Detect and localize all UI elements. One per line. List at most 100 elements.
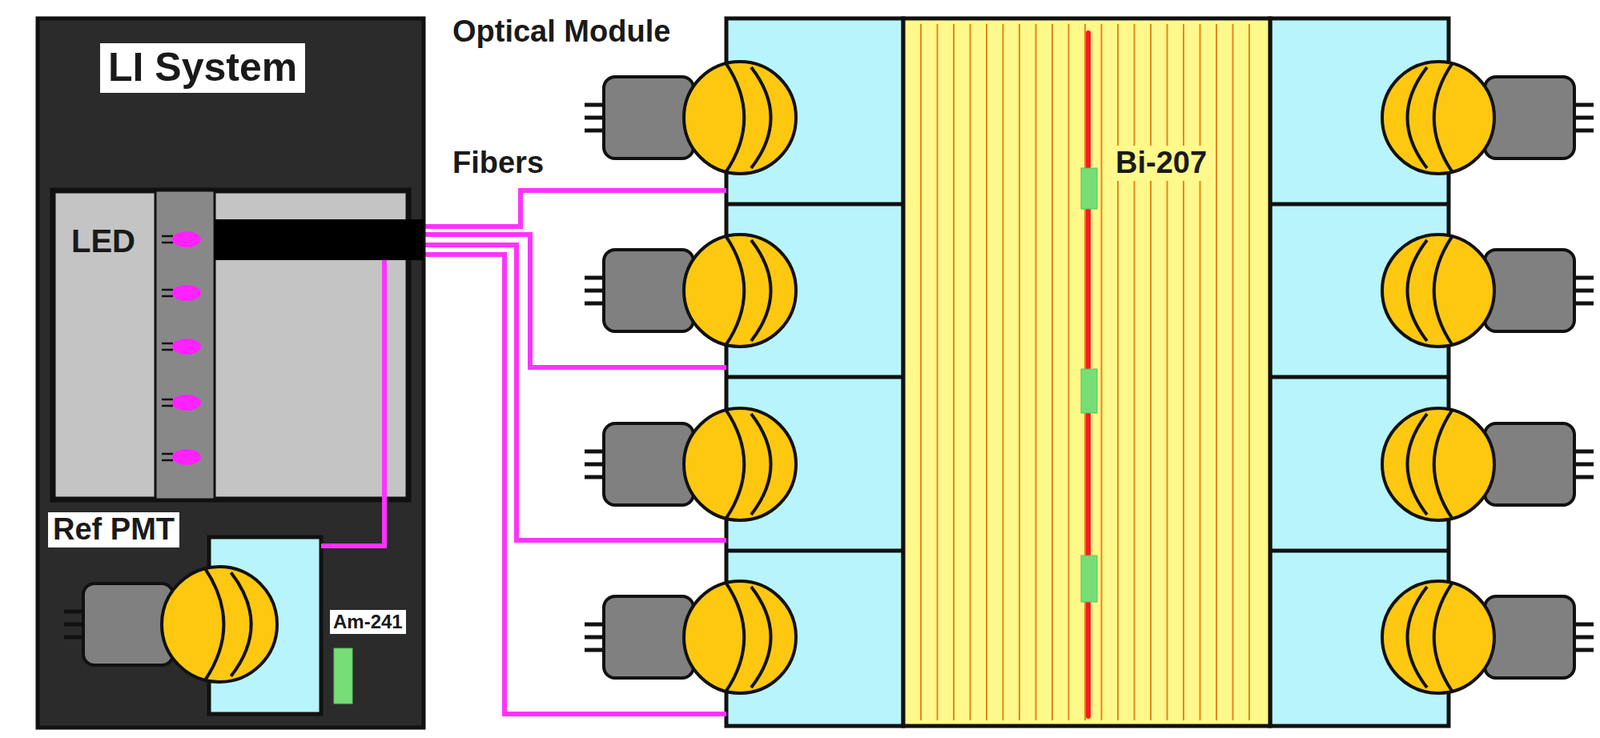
strip-line xyxy=(1002,24,1005,721)
pmt-tube xyxy=(1484,249,1575,332)
fiber-group xyxy=(423,190,727,715)
pmt-line xyxy=(1407,67,1428,169)
pmt-pin xyxy=(1574,289,1594,294)
strip-line xyxy=(1068,24,1070,721)
pmt-group xyxy=(584,61,1594,694)
pmt-pin xyxy=(584,475,604,480)
strip-line xyxy=(969,24,972,721)
li-system-drawing xyxy=(37,18,424,728)
pmt-line xyxy=(1434,410,1453,519)
pmt-line xyxy=(751,414,772,515)
strip-line xyxy=(1133,24,1136,721)
pmt-line xyxy=(751,586,772,688)
pmt-line xyxy=(751,67,772,169)
part-label: Bi-207 xyxy=(1112,145,1211,181)
led-pin xyxy=(161,349,173,352)
pmt-line xyxy=(1407,414,1428,515)
pmt xyxy=(64,566,278,683)
led-box: LED xyxy=(52,190,409,500)
strip-line xyxy=(1182,24,1185,721)
pmt-pin xyxy=(64,623,84,628)
pmt-pin xyxy=(1574,116,1594,121)
strip-line xyxy=(1101,24,1103,721)
strip-line xyxy=(1035,24,1038,721)
pmt xyxy=(584,581,796,694)
pmt xyxy=(584,408,796,521)
pmt-pin xyxy=(584,128,604,133)
pmt-line xyxy=(726,582,745,692)
system-panel-shape xyxy=(37,18,424,728)
pmt-pin xyxy=(1574,103,1594,108)
pmt xyxy=(1382,581,1594,694)
pmt-pin xyxy=(1574,301,1594,306)
pmt-pin xyxy=(584,276,604,281)
pmt-tube xyxy=(603,249,694,332)
pmt-tube xyxy=(603,76,694,159)
module-divider xyxy=(1270,549,1449,554)
led-pin xyxy=(161,398,173,402)
scintillator-strips xyxy=(920,24,1250,721)
part-label: Fibers xyxy=(452,145,544,181)
pmt-line xyxy=(205,568,224,681)
strip-line xyxy=(1166,24,1169,721)
strip-line xyxy=(1117,24,1119,721)
pmt-bulb xyxy=(683,61,796,174)
pmt xyxy=(1382,61,1594,174)
pmt-pin xyxy=(584,462,604,467)
part-label: Optical Module xyxy=(452,14,671,50)
fiber xyxy=(423,254,727,715)
strip-line xyxy=(1232,24,1235,721)
node-text: LI System xyxy=(100,43,306,93)
fiber xyxy=(423,245,727,541)
pmt-tube xyxy=(1484,76,1575,159)
pmt-pin xyxy=(584,103,604,108)
bi207-source xyxy=(1081,168,1098,210)
led-pin xyxy=(161,459,173,463)
pmt-line xyxy=(751,240,772,342)
reference-box: Ref PMT xyxy=(209,537,322,715)
module-divider xyxy=(726,202,904,207)
part-label: Am-241 xyxy=(329,610,407,635)
pmt-bulb xyxy=(683,581,796,694)
pmt-pin xyxy=(1574,475,1594,480)
strip-line xyxy=(1051,24,1054,721)
strip-line xyxy=(1018,24,1021,721)
module-divider xyxy=(726,375,904,380)
pmt-pin xyxy=(584,648,604,653)
strip-line xyxy=(936,24,939,721)
pmt-pin xyxy=(1574,648,1594,653)
pmt-pin xyxy=(584,301,604,306)
am241-source xyxy=(333,648,353,704)
module-divider xyxy=(1270,375,1449,380)
fiber xyxy=(381,260,387,500)
led-pin xyxy=(161,295,173,298)
strip-line xyxy=(1215,24,1218,721)
pmt-bulb xyxy=(683,234,796,347)
pmt-line xyxy=(726,410,745,519)
strip-line xyxy=(920,24,922,721)
pmt-bulb xyxy=(1382,581,1495,694)
module-divider xyxy=(726,549,904,554)
pmt-line xyxy=(1434,582,1453,692)
strip-line xyxy=(1199,24,1202,721)
pmt-line xyxy=(1434,236,1453,346)
pmt-pin xyxy=(584,635,604,640)
pmt-pin xyxy=(1574,276,1594,281)
led-pin xyxy=(161,289,173,292)
pmt-pin xyxy=(64,610,84,615)
led-pin xyxy=(161,342,173,346)
pmt-pin xyxy=(1574,450,1594,455)
pmt-pin xyxy=(584,116,604,121)
pmt-line xyxy=(726,63,745,173)
led xyxy=(172,338,202,355)
pmt-bulb xyxy=(1382,234,1495,347)
strip-line xyxy=(985,24,988,721)
pmt-line xyxy=(726,236,745,346)
pmt-line xyxy=(1407,240,1428,342)
pmt-pin xyxy=(584,623,604,628)
pmt-tube xyxy=(1484,423,1575,506)
pmt-pin xyxy=(1574,462,1594,467)
pmt xyxy=(1382,408,1594,521)
